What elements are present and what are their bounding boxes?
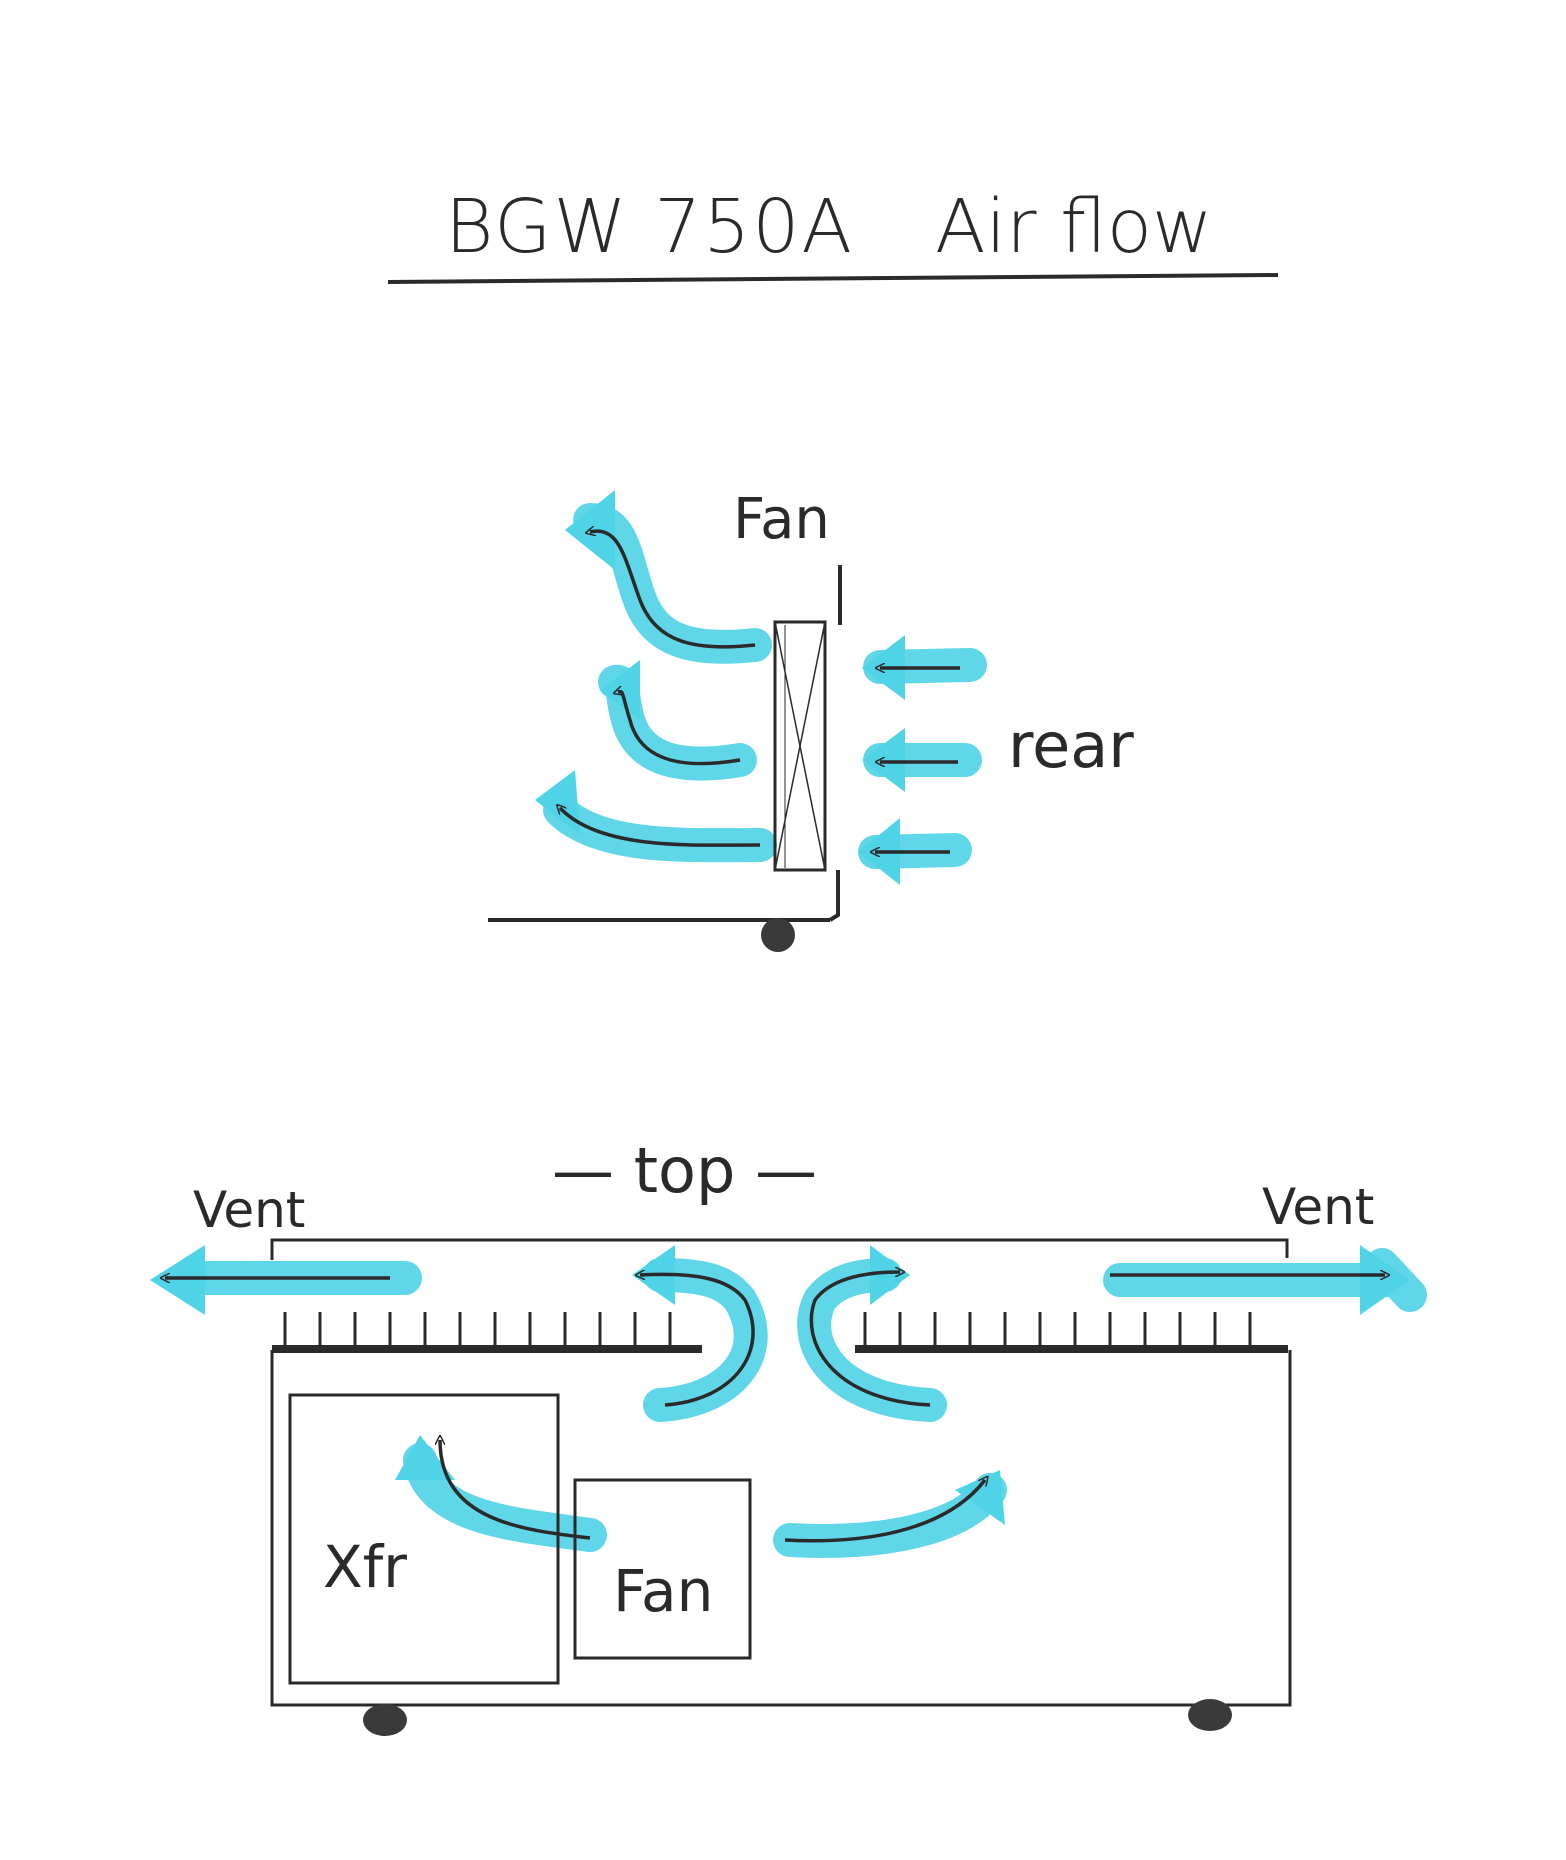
caster-wheel-icon <box>761 918 795 952</box>
top-vent-grille-right <box>855 1345 1288 1353</box>
title-underline <box>387 273 1279 284</box>
transformer-label: Xfr <box>323 1533 407 1601</box>
vent-right-label: Vent <box>1262 1178 1375 1236</box>
fan-box <box>573 1478 752 1660</box>
top-view <box>150 1238 1427 1736</box>
diagram-title-model: BGW 750A <box>445 184 855 270</box>
top-label: — top — <box>552 1134 818 1207</box>
top-airflow-highlights <box>183 1248 1427 1558</box>
top-vent-grille-left <box>272 1345 702 1353</box>
top-airflow-arrowheads <box>150 1245 1410 1525</box>
side-fan-label: Fan <box>733 487 830 552</box>
rear-label: rear <box>1008 709 1134 782</box>
top-vent-louvers <box>283 1312 1252 1345</box>
caster-wheel-icon <box>1188 1699 1232 1731</box>
side-rear-panel <box>828 565 842 922</box>
vent-left-label: Vent <box>193 1181 306 1239</box>
chassis-outline <box>270 1350 1292 1707</box>
top-cover-line <box>270 1238 1289 1260</box>
diagram-title-subject: Air flow <box>935 184 1213 270</box>
side-view <box>488 490 987 952</box>
caster-wheel-icon <box>363 1704 407 1736</box>
top-airflow-lines <box>165 1272 1385 1543</box>
side-airflow-lines <box>560 531 960 852</box>
top-fan-label: Fan <box>613 1557 714 1625</box>
transformer-box <box>288 1393 560 1685</box>
fan-box-x-icon <box>773 620 827 872</box>
